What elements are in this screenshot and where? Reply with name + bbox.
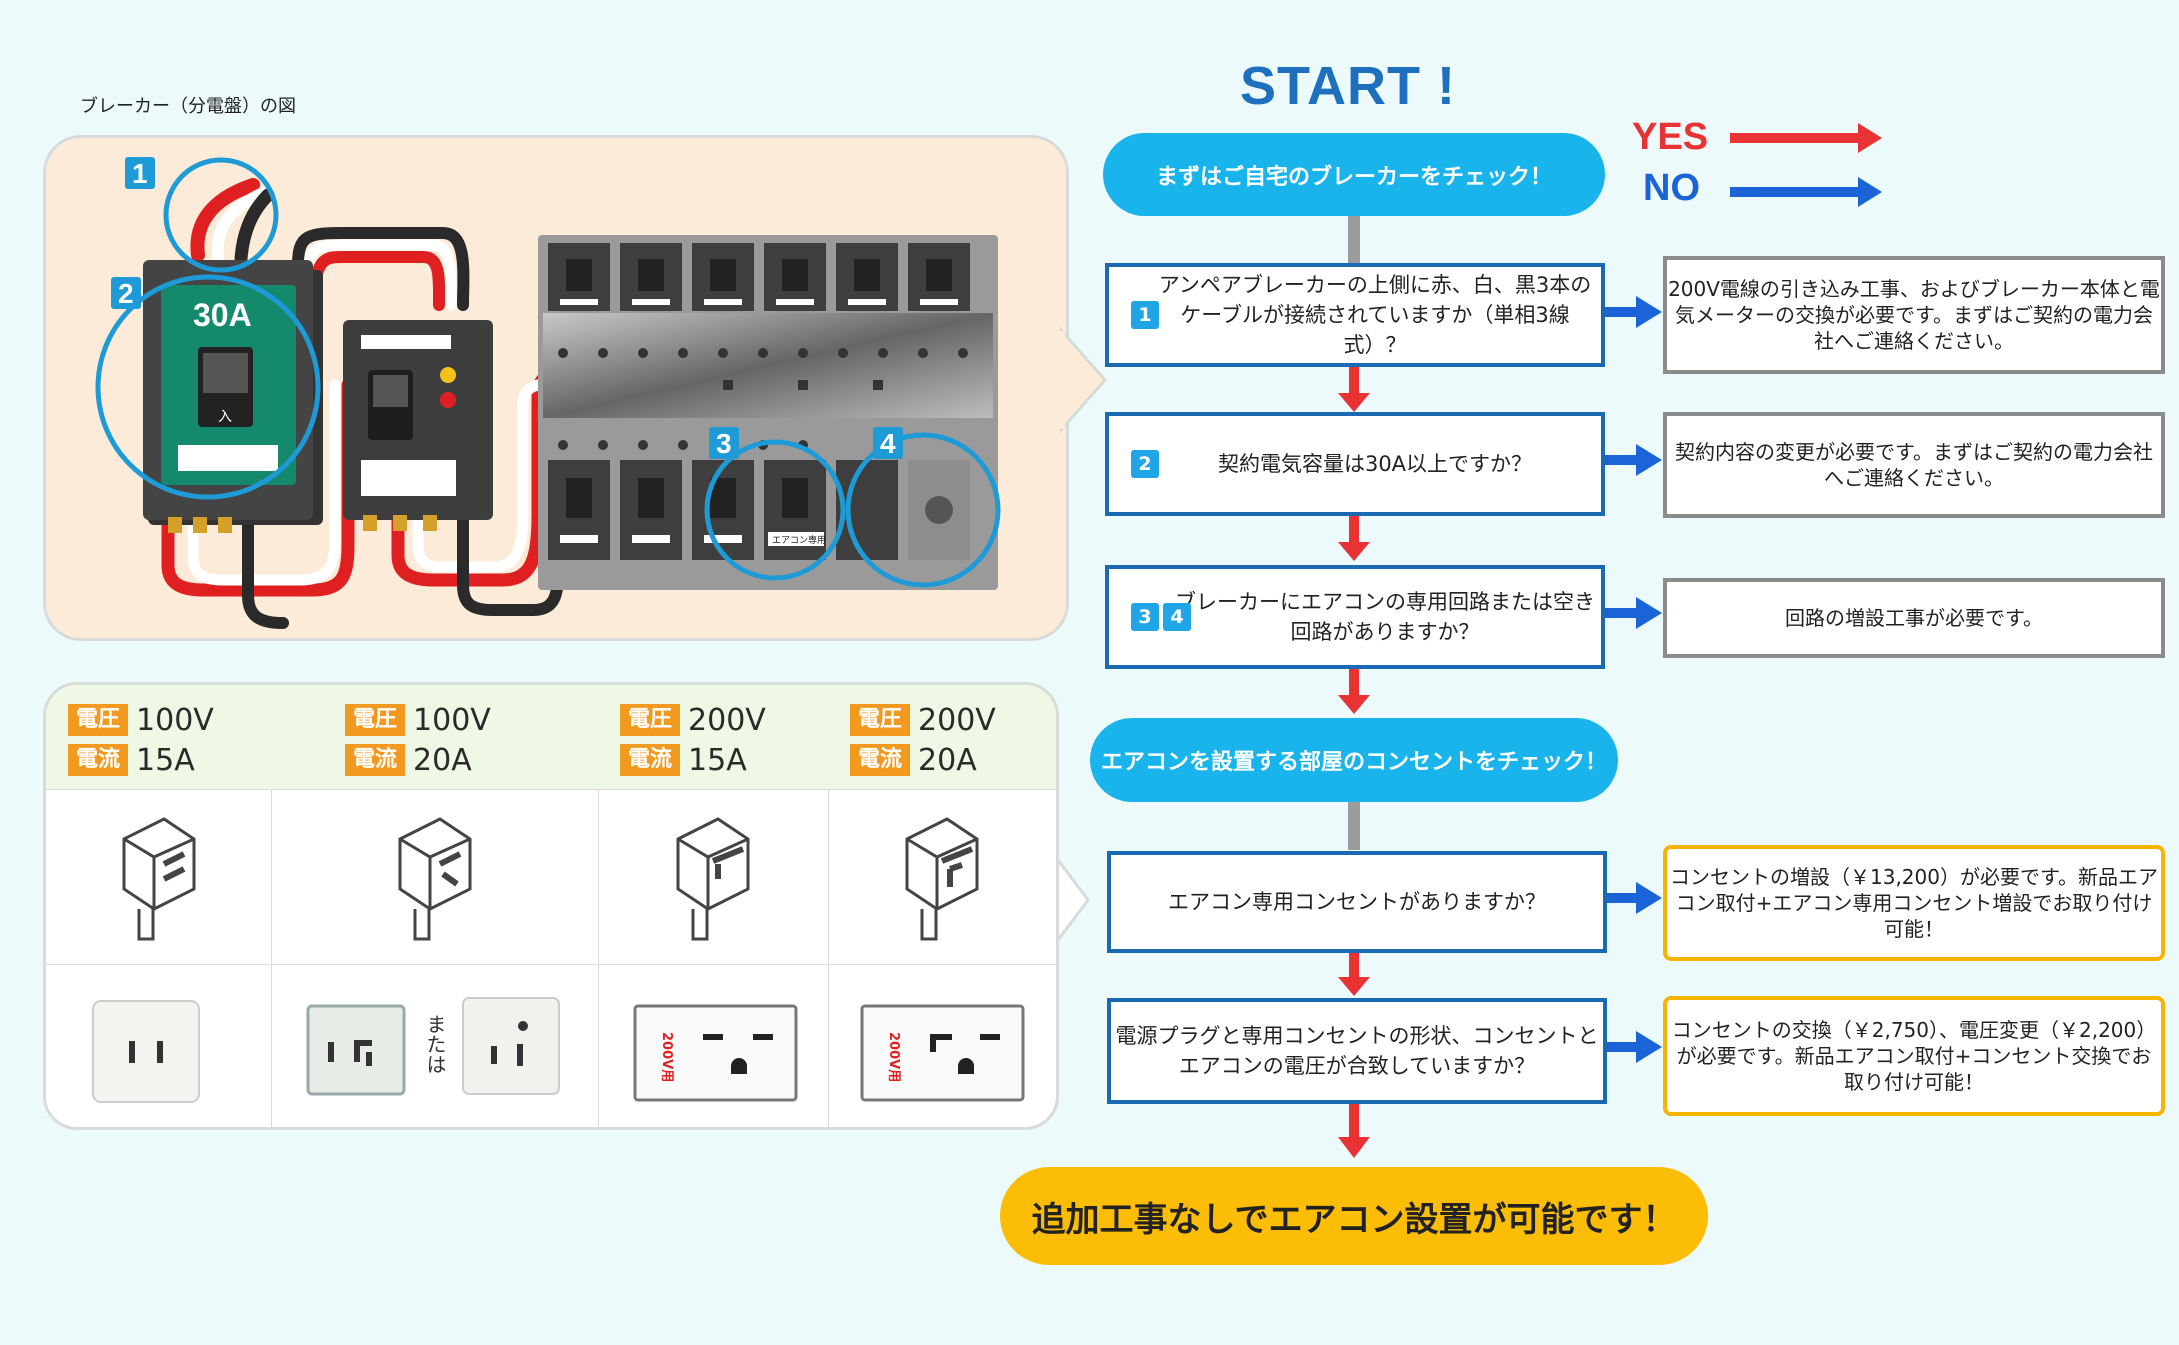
plug-row (598, 789, 828, 965)
outlet-icon: 200V用 (633, 1004, 798, 1102)
voltage-tag: 電圧 (620, 704, 681, 736)
current-value: 20A (918, 742, 977, 778)
breaker-illustration: 30A 入 (95, 157, 1107, 629)
voltage-tag: 電圧 (68, 704, 129, 736)
outlet-row: または (271, 964, 598, 1127)
outlet-row: 200V用 (828, 964, 1056, 1127)
answer-4: コンセントの増設（￥13,200）が必要です。新品エアコン取付+エアコン専用コン… (1663, 845, 2165, 961)
badge-1: 1 (1131, 301, 1159, 329)
legend-yes: YES (1632, 116, 1709, 158)
question-5: 電源プラグと専用コンセントの形状、コンセントとエアコンの電圧が合致していますか？ (1107, 998, 1607, 1104)
question-5-text: 電源プラグと専用コンセントの形状、コンセントとエアコンの電圧が合致していますか？ (1115, 1024, 1599, 1078)
voltage-value: 200V (918, 702, 996, 738)
outlet-200v-label: 200V用 (886, 1032, 901, 1082)
outlet-icon (92, 1000, 200, 1103)
voltage-value: 100V (413, 702, 491, 738)
plug-icon (905, 817, 979, 941)
final-result: 追加工事なしでエアコン設置が可能です！ (1000, 1167, 1708, 1265)
voltage-tag: 電圧 (850, 704, 911, 736)
question-3: 3 4 ブレーカーにエアコンの専用回路または空き回路がありますか？ (1105, 565, 1605, 669)
current-value: 15A (136, 742, 195, 778)
current-tag: 電流 (850, 744, 911, 776)
question-4: エアコン専用コンセントがありますか？ (1107, 851, 1607, 953)
answer-1: 200V電線の引き込み工事、およびブレーカー本体と電気メーターの交換が必要です。… (1663, 256, 2165, 374)
current-tag: 電流 (620, 744, 681, 776)
outlet-icon: 200V用 (860, 1004, 1025, 1102)
check-outlet-step: エアコンを設置する部屋のコンセントをチェック！ (1090, 718, 1618, 802)
current-value: 20A (413, 742, 472, 778)
question-2: 2 契約電気容量は30A以上ですか？ (1105, 412, 1605, 516)
plug-icon (676, 817, 750, 941)
outlet-200v-label: 200V用 (659, 1032, 674, 1082)
plug-row (46, 789, 271, 965)
ampere-label: 30A (193, 297, 252, 333)
plug-icon (122, 817, 195, 941)
question-1-text: アンペアブレーカーの上側に赤、白、黒3本のケーブルが接続されていますか（単相3線… (1158, 273, 1592, 357)
breaker-panel-title: ブレーカー（分電盤）の図 (80, 96, 296, 117)
badge-3: 3 (1131, 603, 1159, 631)
question-1: 1 アンペアブレーカーの上側に赤、白、黒3本のケーブルが接続されていますか（単相… (1105, 263, 1605, 367)
outlet-row (46, 964, 271, 1127)
voltage-tag: 電圧 (345, 704, 406, 736)
plug-icon (398, 817, 471, 941)
current-tag: 電流 (345, 744, 406, 776)
switch-label: 入 (218, 409, 232, 425)
badge-2: 2 (1131, 450, 1159, 478)
answer-5: コンセントの交換（￥2,750）、電圧変更（￥2,200）が必要です。新品エアコ… (1663, 996, 2165, 1116)
dedicated-circuit-label: エアコン専用 (772, 534, 826, 546)
answer-2: 契約内容の変更が必要です。まずはご契約の電力会社へご連絡ください。 (1663, 412, 2165, 518)
current-value: 15A (688, 742, 747, 778)
question-4-text: エアコン専用コンセントがありますか？ (1168, 890, 1546, 914)
current-tag: 電流 (68, 744, 129, 776)
outlet-icon (462, 997, 560, 1095)
voltage-value: 200V (688, 702, 766, 738)
marker-3: 3 (716, 428, 732, 459)
answer-3: 回路の増設工事が必要です。 (1663, 578, 2165, 658)
or-label: または (423, 1014, 447, 1074)
marker-2: 2 (118, 278, 134, 309)
plug-row (271, 789, 598, 965)
start-label: START ! (1240, 56, 1456, 116)
legend-no: NO (1643, 167, 1700, 209)
question-3-text: ブレーカーにエアコンの専用回路または空き回路がありますか？ (1175, 590, 1595, 644)
marker-4: 4 (880, 428, 896, 459)
check-breaker-step: まずはご自宅のブレーカーをチェック！ (1103, 133, 1605, 216)
plug-row (828, 789, 1056, 965)
badge-4: 4 (1163, 603, 1191, 631)
marker-1: 1 (132, 158, 148, 189)
question-2-text: 契約電気容量は30A以上ですか？ (1217, 452, 1533, 476)
outlet-row: 200V用 (598, 964, 828, 1127)
outlet-icon (306, 1004, 406, 1096)
voltage-value: 100V (136, 702, 214, 738)
